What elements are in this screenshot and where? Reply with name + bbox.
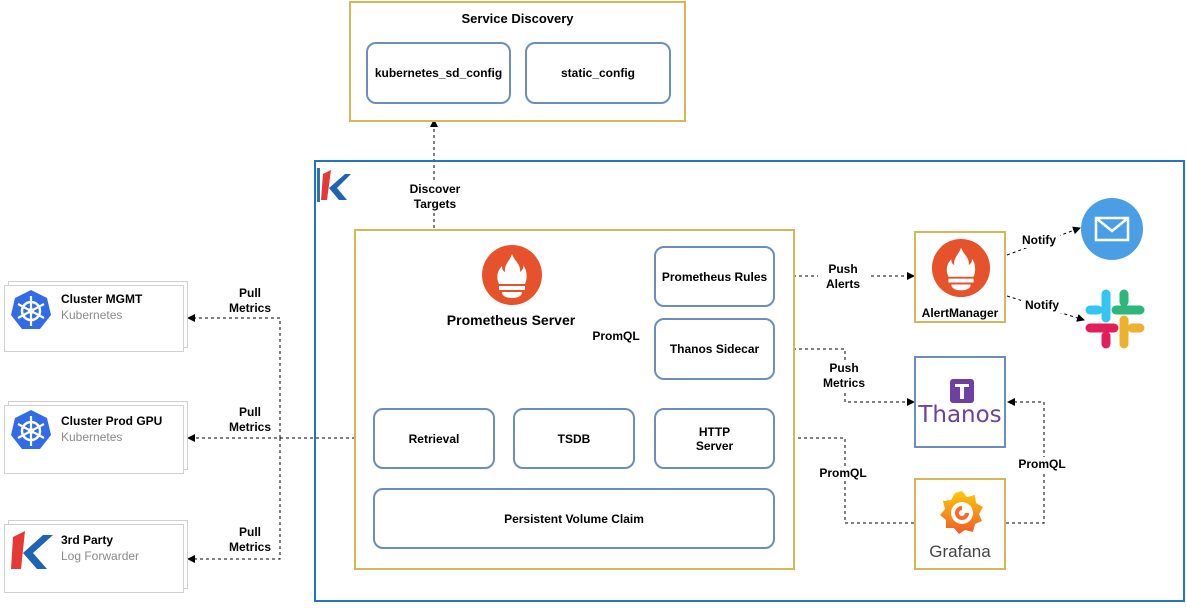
retrieval-box[interactable]: Retrieval: [373, 408, 495, 469]
service-discovery-box: Service Discovery kubernetes_sd_config s…: [349, 1, 686, 122]
prometheus-icon: [931, 238, 991, 298]
static-config-box[interactable]: static_config: [525, 42, 671, 104]
http-server-label-line2: Server: [695, 438, 734, 453]
source-card-cluster-mgmt[interactable]: Cluster MGMT Kubernetes: [4, 285, 184, 352]
source-title: Cluster MGMT: [61, 292, 143, 306]
prometheus-rules-box[interactable]: Prometheus Rules: [654, 246, 775, 307]
tsdb-box[interactable]: TSDB: [513, 408, 635, 469]
persistent-volume-claim-box[interactable]: Persistent Volume Claim: [373, 488, 775, 549]
label-promql-grafana-http: PromQL: [816, 466, 870, 481]
k-logo-icon: [317, 166, 357, 204]
slack-icon[interactable]: [1084, 288, 1146, 350]
alertmanager-box[interactable]: AlertManager: [914, 231, 1006, 323]
kubernetes-icon: [9, 408, 53, 452]
cluster-boundary: [314, 160, 1185, 602]
source-card-cluster-prod-gpu[interactable]: Cluster Prod GPU Kubernetes: [4, 405, 184, 474]
http-server-label-line1: HTTP: [698, 424, 731, 439]
label-promql-grafana-thanos: PromQL: [1015, 457, 1069, 472]
label-notify-mail: Notify: [1018, 233, 1060, 248]
source-title: 3rd Party: [61, 533, 114, 547]
service-discovery-title: Service Discovery: [461, 11, 574, 26]
source-subtitle: Kubernetes: [61, 430, 123, 444]
thanos-icon: [949, 378, 975, 404]
prometheus-server-title: Prometheus Server: [446, 312, 576, 328]
http-server-box[interactable]: HTTP Server: [654, 408, 775, 469]
prometheus-icon: [481, 244, 543, 306]
thanos-box[interactable]: Thanos: [914, 356, 1006, 448]
thanos-sidecar-box[interactable]: Thanos Sidecar: [654, 318, 775, 380]
label-promql-rules: PromQL: [590, 329, 642, 344]
grafana-box[interactable]: Grafana: [914, 478, 1006, 570]
k-logo-icon: [9, 529, 57, 573]
kubernetes-sd-config-box[interactable]: kubernetes_sd_config: [366, 42, 511, 104]
source-title: Cluster Prod GPU: [61, 414, 163, 428]
kubernetes-icon: [9, 288, 53, 332]
source-subtitle: Log Forwarder: [61, 549, 140, 563]
grafana-icon: [938, 488, 986, 536]
alertmanager-label: AlertManager: [921, 306, 999, 320]
source-subtitle: Kubernetes: [61, 308, 123, 322]
label-notify-slack: Notify: [1021, 298, 1063, 313]
thanos-label: Thanos: [918, 402, 1002, 428]
grafana-label: Grafana: [929, 542, 991, 561]
source-card-3rd-party[interactable]: 3rd Party Log Forwarder: [4, 524, 184, 593]
mail-icon[interactable]: [1081, 198, 1143, 260]
